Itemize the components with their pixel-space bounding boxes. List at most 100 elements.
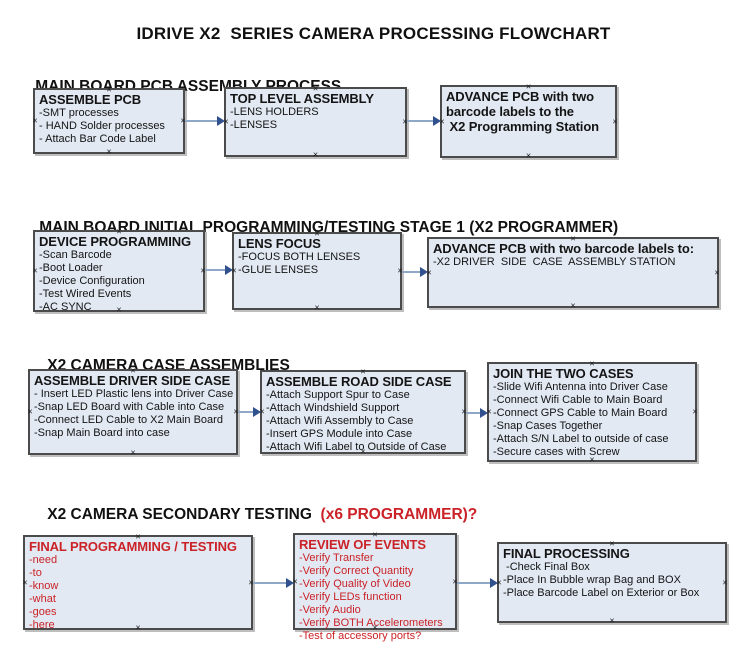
box-line: -SMT processes [39, 107, 119, 119]
box-line: -GLUE LENSES [238, 264, 319, 276]
flow-box-top-level-assembly: TOP LEVEL ASSEMBLY -LENS HOLDERS-LENSES … [223, 84, 407, 160]
box-line: -Secure cases with Screw [493, 446, 620, 458]
box-line: -here [29, 619, 55, 631]
box-title: ASSEMBLE DRIVER SIDE CASE [34, 373, 231, 388]
arrowhead-icon [253, 407, 261, 417]
flow-box-lens-focus: LENS FOCUS -FOCUS BOTH LENSES-GLUE LENSE… [231, 229, 402, 313]
box-lines: -Attach Support Spur to Case-Attach Wind… [266, 389, 462, 454]
connector-line [253, 582, 288, 584]
box-line: -Test Wired Events [39, 288, 132, 300]
flow-box-advance-to-driver-side-station: ADVANCE PCB with two barcode labels to: … [426, 234, 720, 310]
connection-point-icon: × [22, 577, 28, 587]
connection-point-icon: × [130, 447, 136, 458]
box-line: -Attach Wifi Label to Outside of Case [266, 441, 447, 453]
connection-point-icon: × [714, 267, 720, 277]
box-line: -Connect LED Cable to X2 Main Board [34, 414, 223, 426]
connector-line [466, 412, 482, 414]
box-line: -Attach Windshield Support [266, 402, 400, 414]
box-lines: -X2 DRIVER SIDE CASE ASSEMBLY STATION [433, 256, 715, 269]
box-line: -Verify LEDs function [299, 591, 402, 603]
box-title: ADVANCE PCB with two barcode labels to: [433, 241, 694, 256]
box-line: -Check Final Box [503, 561, 590, 573]
box-line: -goes [29, 606, 57, 618]
connection-point-icon: × [314, 302, 320, 313]
flow-box-final-programming-testing: FINAL PROGRAMMING / TESTING -need-to-kno… [22, 532, 253, 632]
box-line: -Snap Main Board into case [34, 427, 170, 439]
connection-point-icon: × [200, 265, 206, 276]
flow-box-final-processing: FINAL PROCESSING -Check Final Box-Place … [496, 539, 728, 625]
flow-box-assemble-road-side-case: ASSEMBLE ROAD SIDE CASE -Attach Support … [259, 367, 466, 456]
box-line: -Verify Audio [299, 604, 361, 616]
page-title: IDRIVE X2 SERIES CAMERA PROCESSING FLOWC… [136, 24, 611, 43]
box-line: -Verify BOTH Accelerometers [299, 617, 443, 629]
box-title: FINAL PROCESSING [503, 546, 630, 561]
connector-line [185, 120, 219, 122]
connection-point-icon: × [32, 265, 38, 276]
connection-point-icon: × [722, 577, 728, 587]
box-line: - HAND Solder processes [39, 120, 165, 132]
connector-line [457, 582, 492, 584]
arrowhead-icon [420, 267, 428, 277]
box-line: -Attach S/N Label to outside of case [493, 433, 669, 445]
box-line: -Place Barcode Label on Exterior or Box [503, 587, 700, 599]
arrowhead-icon [433, 116, 441, 126]
box-title: REVIEW OF EVENTS [299, 537, 426, 552]
box-title: TOP LEVEL ASSEMBLY [230, 91, 374, 106]
box-title: FINAL PROGRAMMING / TESTING [29, 539, 237, 554]
box-line: -Device Configuration [39, 275, 145, 287]
box-line: -Slide Wifi Antenna into Driver Case [493, 381, 668, 393]
box-line: -Attach Support Spur to Case [266, 389, 410, 401]
flow-box-review-of-events: REVIEW OF EVENTS -Verify Transfer-Verify… [292, 530, 457, 642]
box-lines: -Check Final Box-Place In Bubble wrap Ba… [503, 561, 723, 600]
connection-point-icon: × [312, 149, 319, 160]
connector-line [402, 271, 422, 273]
box-line: -Scan Barcode [39, 249, 112, 261]
box-line: -Test of accessory ports? [299, 630, 422, 642]
box-lines: -SMT processes- HAND Solder processes- A… [39, 107, 181, 146]
connection-point-icon: × [525, 150, 532, 161]
box-line: -Verify Correct Quantity [299, 565, 414, 577]
box-line: -Insert GPS Module into Case [266, 428, 413, 440]
flow-box-assemble-driver-side-case: ASSEMBLE DRIVER SIDE CASE - Insert LED P… [27, 366, 238, 458]
arrowhead-icon [225, 265, 233, 275]
connection-point-icon: × [27, 406, 33, 417]
box-line: -to [29, 567, 42, 579]
box-title: DEVICE PROGRAMMING [39, 234, 192, 249]
box-line: -Connect GPS Cable to Main Board [493, 407, 668, 419]
box-line: - Attach Bar Code Label [39, 133, 156, 145]
box-line: -Verify Transfer [299, 552, 374, 564]
box-lines: -Verify Transfer-Verify Correct Quantity… [299, 552, 453, 643]
section-heading-suffix: (x6 PROGRAMMER)? [316, 506, 478, 523]
box-line: -Snap LED Board with Cable into Case [34, 401, 225, 413]
box-line: -know [29, 580, 59, 592]
box-line: -Attach Wifi Assembly to Case [266, 415, 414, 427]
box-title: LENS FOCUS [238, 236, 321, 251]
box-line: -AC SYNC [39, 301, 92, 313]
arrowhead-icon [217, 116, 225, 126]
connector-line [407, 120, 435, 122]
connection-point-icon: × [612, 116, 618, 126]
box-line: -need [29, 554, 58, 566]
box-line: -LENS HOLDERS [230, 106, 319, 118]
connector-line [238, 411, 255, 413]
section-heading-secondary-testing: X2 CAMERA SECONDARY TESTING (x6 PROGRAMM… [30, 488, 477, 542]
flow-box-join-the-two-cases: JOIN THE TWO CASES -Slide Wifi Antenna i… [486, 359, 698, 464]
connection-point-icon: × [692, 406, 698, 417]
box-lines: -need-to-know-what-goes-here [29, 554, 249, 632]
box-lines: -Scan Barcode-Boot Loader-Device Configu… [39, 249, 201, 314]
box-lines: -Slide Wifi Antenna into Driver Case-Con… [493, 381, 693, 459]
section-heading-text: X2 CAMERA SECONDARY TESTING [47, 506, 317, 523]
arrowhead-icon [286, 578, 294, 588]
box-title: ASSEMBLE PCB [39, 92, 142, 107]
flow-box-assemble-pcb: ASSEMBLE PCB -SMT processes- HAND Solder… [32, 85, 185, 157]
connection-point-icon: × [32, 115, 38, 126]
connection-point-icon: × [106, 146, 112, 157]
box-lines: - Insert LED Plastic lens into Driver Ca… [34, 388, 234, 440]
box-line: -X2 DRIVER SIDE CASE ASSEMBLY STATION [433, 256, 676, 268]
box-title: JOIN THE TWO CASES [493, 366, 634, 381]
box-line: -Connect Wifi Cable to Main Board [493, 394, 663, 406]
box-title: ASSEMBLE ROAD SIDE CASE [266, 374, 452, 389]
box-line: - Insert LED Plastic lens into Driver Ca… [34, 388, 234, 400]
box-line: -LENSES [230, 119, 278, 131]
